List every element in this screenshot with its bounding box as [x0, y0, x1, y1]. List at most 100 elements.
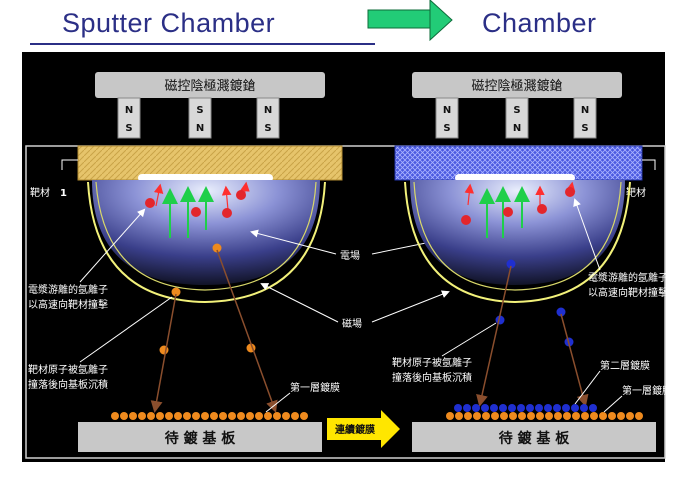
- first-layer-atom: [183, 412, 191, 420]
- first-layer-atom: [111, 412, 119, 420]
- deposited-layers: [111, 404, 643, 420]
- second-layer-atom: [463, 404, 471, 412]
- left-atom-label-line2: 撞落後向基板沉積: [28, 378, 108, 391]
- continuous-label: 連續鍍膜: [335, 423, 375, 436]
- right-magnetron-label: 磁控陰極濺鍍鎗: [471, 78, 562, 94]
- first-layer-atom: [464, 412, 472, 420]
- right-atom-label-line1: 靶材原子被氬離子: [392, 356, 472, 369]
- first-layer-atom: [635, 412, 643, 420]
- magnet-pole-top: S: [196, 105, 203, 116]
- title-underline: [30, 43, 375, 45]
- continuous-deposition-arrow: 連續鍍膜: [327, 410, 400, 448]
- first-layer-atom: [192, 412, 200, 420]
- right-field-line: [404, 181, 631, 304]
- right-ion-label-line2: 以高速向靶材撞擊: [588, 286, 668, 299]
- first-layer-atom: [599, 412, 607, 420]
- second-layer-atom: [490, 404, 498, 412]
- first-layer-atom: [138, 412, 146, 420]
- right-target-label: 靶材: [626, 186, 646, 199]
- first-layer-atom: [291, 412, 299, 420]
- right-title: Chamber: [482, 8, 597, 38]
- electric-field-label: 電場: [340, 249, 360, 262]
- first-layer-atom: [237, 412, 245, 420]
- right-atom-label-line2: 撞落後向基板沉積: [392, 371, 472, 384]
- left-substrate: [78, 422, 322, 452]
- first-layer-atom: [536, 412, 544, 420]
- left-target-number: 1: [60, 188, 67, 199]
- left-ion-label-line1: 電漿游離的氬離子: [28, 283, 108, 296]
- left-magnetron-label: 磁控陰極濺鍍鎗: [164, 78, 255, 94]
- first-layer-atom: [473, 412, 481, 420]
- magnet-pole-bottom: N: [513, 123, 521, 134]
- first-layer-atom: [255, 412, 263, 420]
- first-layer-atom: [120, 412, 128, 420]
- first-layer-atom: [300, 412, 308, 420]
- first-layer-atom: [482, 412, 490, 420]
- right-plasma: [410, 180, 625, 285]
- magnet: [505, 97, 529, 139]
- magnet: [573, 97, 597, 139]
- magnet-pole-top: N: [125, 105, 133, 116]
- magnet: [117, 97, 141, 139]
- second-layer-atom: [535, 404, 543, 412]
- second-layer-atom: [472, 404, 480, 412]
- magnet-pole-top: N: [581, 105, 589, 116]
- magnet-pole-bottom: N: [196, 123, 204, 134]
- first-layer-atom: [491, 412, 499, 420]
- first-layer-atom: [210, 412, 218, 420]
- second-layer-atom: [499, 404, 507, 412]
- header-arrow-icon: [367, 0, 453, 42]
- magnet-pole-top: N: [264, 105, 272, 116]
- first-layer-atom: [156, 412, 164, 420]
- first-layer-atom: [446, 412, 454, 420]
- right-substrate: [412, 422, 656, 452]
- first-layer-label: 第一層鍍膜: [290, 381, 340, 394]
- first-layer-atom: [563, 412, 571, 420]
- first-layer-atom: [129, 412, 137, 420]
- second-layer-atom: [454, 404, 462, 412]
- first-layer-atom: [509, 412, 517, 420]
- first-layer-atom: [626, 412, 634, 420]
- left-atom-label-line1: 靶材原子被氬離子: [28, 363, 108, 376]
- first-layer-atom: [545, 412, 553, 420]
- right-panel: 磁控陰極濺鍍鎗 N S S N N S 靶材: [392, 72, 672, 452]
- left-title: Sputter Chamber: [62, 8, 276, 38]
- left-target-label: 靶材: [30, 186, 50, 199]
- first-layer-atom: [147, 412, 155, 420]
- right-substrate-label: 待 鍍 基 板: [499, 430, 571, 447]
- second-layer-atom: [553, 404, 561, 412]
- first-layer-atom: [219, 412, 227, 420]
- magnetic-field-label: 磁場: [342, 317, 362, 330]
- first-layer-atom: [590, 412, 598, 420]
- left-magnetron-box: [95, 72, 325, 98]
- second-layer-atom: [589, 404, 597, 412]
- second-layer-label: 第二層鍍膜: [600, 359, 650, 372]
- first-layer-atom: [282, 412, 290, 420]
- right-magnets: N S S N N S: [435, 97, 597, 139]
- second-layer-atom: [517, 404, 525, 412]
- first-layer-atom: [500, 412, 508, 420]
- right-first-layer-label: 第一層鍍膜: [622, 384, 672, 397]
- second-layer-atom: [580, 404, 588, 412]
- second-layer-atom: [526, 404, 534, 412]
- left-panel: 磁控陰極濺鍍鎗 N S S N N S 靶材 1: [28, 72, 343, 452]
- first-layer-atom: [554, 412, 562, 420]
- second-layer-atom: [508, 404, 516, 412]
- first-layer-atom: [518, 412, 526, 420]
- magnet-pole-bottom: S: [125, 123, 132, 134]
- first-layer-atom: [273, 412, 281, 420]
- second-layer-atom: [562, 404, 570, 412]
- magnet-pole-bottom: S: [443, 123, 450, 134]
- right-ion-label-line1: 電漿游離的氬離子: [588, 271, 668, 284]
- first-layer-atom: [264, 412, 272, 420]
- first-layer-atom: [572, 412, 580, 420]
- magnet-pole-bottom: S: [581, 123, 588, 134]
- second-layer-atom: [481, 404, 489, 412]
- chamber-frame: [25, 145, 666, 459]
- magnet-pole-top: N: [443, 105, 451, 116]
- left-field-line: [87, 181, 326, 304]
- first-layer-atom: [165, 412, 173, 420]
- first-layer-atom: [201, 412, 209, 420]
- magnet: [256, 97, 280, 139]
